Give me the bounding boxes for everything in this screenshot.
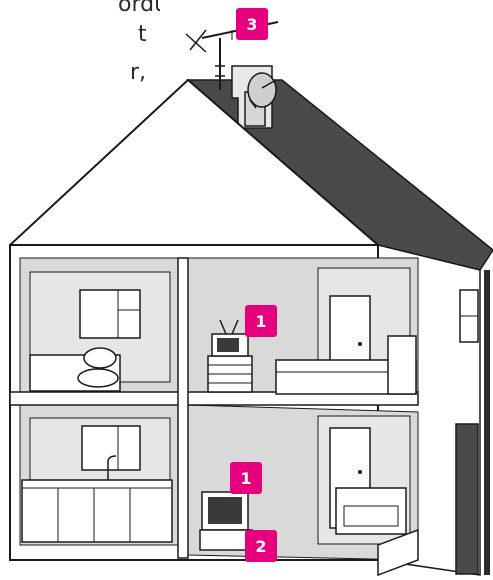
kitchen-units [22, 480, 172, 542]
window-upper-left [80, 290, 140, 338]
marker-bedroom-tv[interactable]: 1 [245, 305, 277, 337]
marker-set-top-box[interactable]: 2 [245, 530, 277, 562]
satellite-dish-icon [248, 73, 276, 108]
chest-of-drawers [208, 356, 252, 392]
side-window [460, 290, 478, 342]
center-wall [178, 258, 188, 558]
living-tv-icon [202, 492, 248, 530]
side-door [456, 424, 478, 574]
downpipe [484, 270, 490, 575]
kitchen-window [82, 426, 140, 470]
marker-antenna[interactable]: 3 [236, 8, 268, 40]
marker-living-tv[interactable]: 1 [230, 462, 262, 494]
sofa [336, 488, 406, 534]
